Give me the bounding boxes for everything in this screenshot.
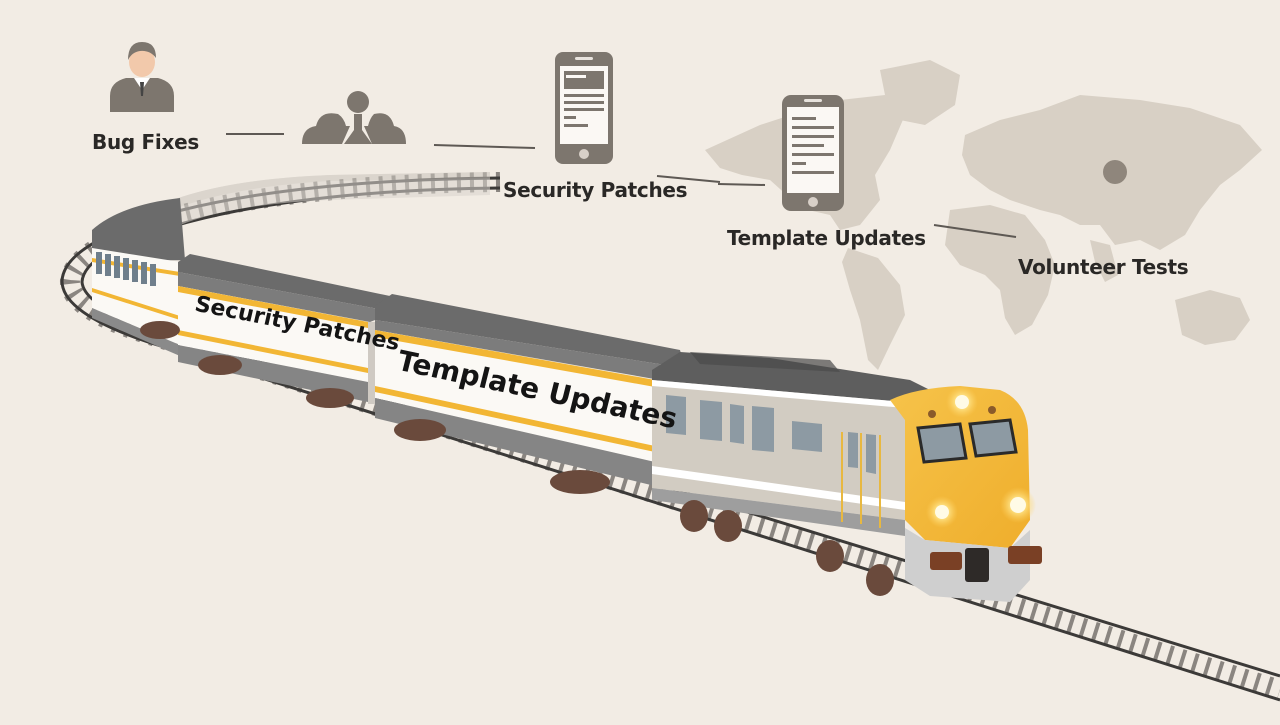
train-car-security-patches — [178, 254, 395, 404]
train-car-template-updates — [375, 294, 685, 486]
smartphone-icon — [555, 52, 613, 164]
rear-train-car — [92, 198, 185, 356]
connector-lines — [226, 133, 1017, 238]
cloud-network-icon — [302, 91, 406, 144]
label-security-patches: Security Patches — [503, 178, 688, 202]
locomotive — [652, 352, 1042, 602]
label-volunteer-tests: Volunteer Tests — [1018, 255, 1189, 279]
distant-train-cars — [140, 172, 490, 235]
person-icon — [110, 42, 174, 112]
bogies — [140, 321, 610, 494]
label-bug-fixes: Bug Fixes — [92, 130, 199, 154]
smartphone-icon — [782, 95, 844, 211]
location-dot-icon — [1103, 160, 1127, 184]
label-template-updates: Template Updates — [727, 226, 926, 250]
